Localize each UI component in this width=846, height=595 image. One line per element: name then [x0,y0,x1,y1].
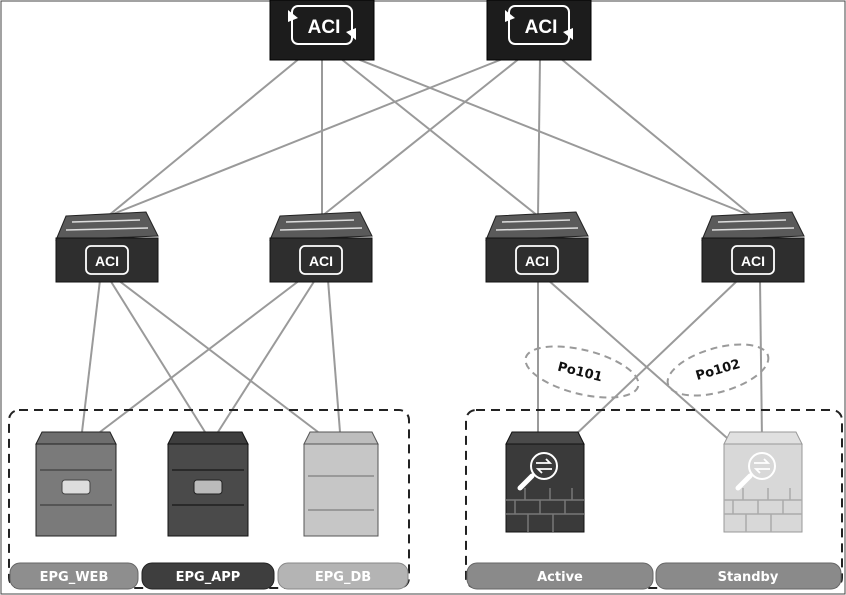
firewall-sync-icon [748,452,776,480]
spine-switch-2: ACI [486,0,592,61]
firewall-standby [723,431,803,533]
active-pill: Active [466,562,654,590]
link-leaf4-fw-standby [759,279,763,441]
spine2-label: ACI [525,17,558,38]
firewall-sync-icon [530,452,558,480]
arrow-icon [563,28,573,40]
link-leaf4-fw-active [569,279,739,441]
server-app [167,431,249,537]
po102-ellipse [666,343,770,397]
epg-app-pill: EPG_APP [141,562,275,590]
pen-icon [735,473,753,491]
standby-label: Standby [718,570,779,585]
standby-pill: Standby [655,562,842,590]
leaf-switch-1: ACI [55,211,159,283]
aci-logo-icon [515,245,559,275]
po101-ellipse [524,345,640,399]
arrow-icon [288,10,298,22]
link-spine2-leaf3 [537,57,541,217]
aci-logo-icon [85,245,129,275]
link-leaf1-web [81,279,101,433]
leaf-switch-2: ACI [269,211,373,283]
po101-label: Po101 [556,360,604,386]
aci-logo-icon [508,5,570,45]
link-leaf2-db [327,279,341,433]
epg-web-label: EPG_WEB [40,570,109,585]
epg-app-label: EPG_APP [176,570,241,585]
link-leaf1-db [117,279,319,433]
link-leaf2-app [217,279,316,433]
pen-icon [517,473,535,491]
epg-group-box [8,409,410,589]
drive-icon [61,479,91,495]
drive-icon [193,479,223,495]
leaf-server-links [81,279,763,446]
epg-db-pill: EPG_DB [277,562,409,590]
firewall-group-box [465,409,843,589]
epg-db-label: EPG_DB [315,570,371,585]
aci-logo-icon [291,5,353,45]
link-spine1-leaf3 [339,57,539,217]
link-leaf2-web [99,279,301,433]
link-leaf3-fw-standby [547,279,736,446]
link-spine1-leaf4 [354,57,753,217]
spine1-label: ACI [308,17,341,38]
po102-label: Po102 [694,357,742,384]
aci-logo-icon [731,245,775,275]
link-leaf1-app [109,279,206,433]
spine-switch-1: ACI [269,0,375,61]
firewall-active [505,431,585,533]
arrow-icon [346,28,356,40]
leaf3-label: ACI [525,253,549,269]
active-label: Active [537,570,583,585]
link-spine1-leaf1 [107,57,301,217]
leaf1-label: ACI [95,253,119,269]
link-spine2-leaf4 [559,57,753,217]
leaf-switch-3: ACI [485,211,589,283]
leaf4-label: ACI [741,253,765,269]
server-db [303,431,379,537]
spine-leaf-links [107,57,753,217]
link-spine2-leaf2 [321,57,521,217]
server-web [35,431,117,537]
leaf-switch-4: ACI [701,211,805,283]
arrow-icon [505,10,515,22]
aci-logo-icon [299,245,343,275]
leaf2-label: ACI [309,253,333,269]
epg-web-pill: EPG_WEB [9,562,139,590]
link-spine2-leaf1 [107,57,506,217]
